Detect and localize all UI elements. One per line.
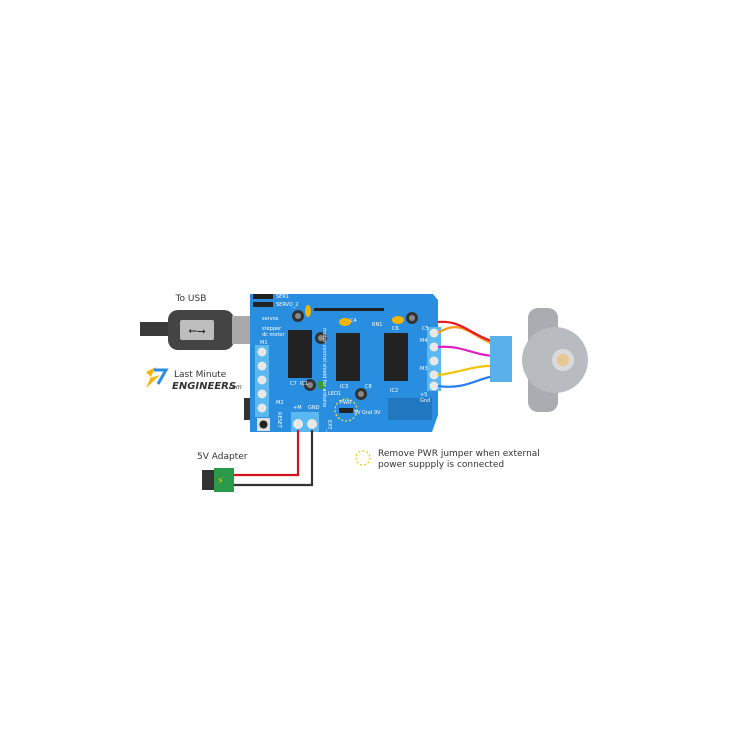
plus5-label: +5: [420, 392, 427, 398]
c5-label: C5: [422, 326, 429, 332]
m4-label: M4: [420, 338, 428, 344]
ic1-chip: [288, 330, 312, 378]
ic3-chip: [336, 333, 360, 381]
led: [317, 381, 325, 389]
usb-icon: ⭠⭢: [188, 324, 206, 337]
ic2-label: IC2: [390, 388, 398, 394]
reset-label: RESET: [276, 412, 282, 429]
ic2-chip: [384, 333, 408, 381]
lightning-icon: [146, 367, 160, 388]
usb-icon-plate: [180, 320, 214, 340]
stepper-motor: [490, 308, 588, 412]
servo2-label: SERVO_2: [276, 302, 298, 308]
adapter-label: 5V Adapter: [197, 452, 248, 462]
ic1-label: IC1: [300, 381, 308, 387]
to-usb-label: To USB: [175, 294, 207, 304]
logo-line1: Last Minute: [174, 370, 227, 380]
servos-label: servos: [262, 316, 279, 322]
rn1-label: RN1: [372, 322, 382, 328]
v9-label: 9V: [374, 410, 381, 416]
pwr-jumper-highlight: [334, 398, 358, 422]
v5-label: 5V: [354, 410, 361, 416]
ser1-label: SER1: [276, 294, 289, 300]
dc-jack-adapter: ⚡: [202, 468, 234, 492]
plus-m-label: +M: [293, 405, 302, 411]
reset-button: [259, 420, 268, 429]
m1-label: M1: [260, 340, 268, 346]
c7-label: C7: [290, 381, 297, 387]
pwr-label: PWR: [340, 400, 352, 406]
motor-wires: [437, 320, 496, 388]
pwr-jumper: [339, 408, 353, 413]
m3-label: M3: [420, 366, 428, 372]
note-line2: power suppply is connected: [378, 460, 504, 470]
c6-label: C6: [392, 326, 399, 332]
usb-cable: ⭠⭢: [140, 310, 254, 350]
note-line1: Remove PWR jumper when external: [378, 449, 540, 459]
stepper-label: stepper: [262, 326, 282, 332]
gnd3-label: Gnd: [420, 398, 430, 404]
m2-label: M2: [276, 400, 284, 406]
title-label: motor control shield for arduino: [321, 328, 327, 407]
gnd2-label: Gnd: [362, 410, 372, 416]
ext-pwr-label: EXT_PWR: [326, 420, 332, 444]
ic3-label: IC3: [340, 384, 348, 390]
dc-motor-label: dc motor: [262, 332, 285, 338]
black-wire: [232, 430, 314, 487]
logo-line2: ENGINEERS: [172, 381, 236, 392]
logo: Last Minute ENGINEERS .com: [146, 367, 242, 392]
pwr-jumper-legend-icon: [355, 450, 371, 466]
logo-suffix: .com: [227, 384, 242, 391]
c8-label: C8: [365, 384, 372, 390]
motor-shield-board: SER1 SERVO_2 servos stepper dc motor M1 …: [244, 294, 441, 444]
red-wire: [232, 430, 300, 477]
led1-label: LED1: [328, 391, 341, 397]
lightning-icon: ⚡: [217, 476, 224, 487]
gnd-label: GND: [308, 405, 320, 411]
c4-label: C4: [350, 318, 357, 324]
